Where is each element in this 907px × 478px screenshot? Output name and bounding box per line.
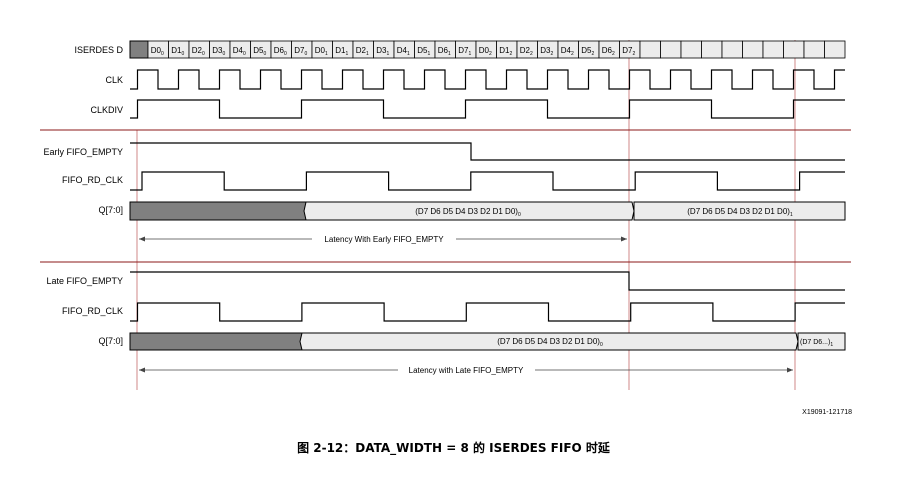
iserdes-cell-label: D00 [151, 46, 164, 57]
iserdes-cell-label: D70 [294, 46, 307, 57]
label-early-fifo-empty: Early FIFO_EMPTY [43, 147, 123, 157]
iserdes-cell-label: D32 [540, 46, 553, 57]
iserdes-cell-label: D62 [602, 46, 615, 57]
iserdes-cell-label: D22 [520, 46, 533, 57]
label-fifo-rd-clk-late: FIFO_RD_CLK [62, 306, 123, 316]
timing-diagram: ISERDES D CLK CLKDIV Early FIFO_EMPTY FI… [40, 40, 851, 390]
iserdes-cell [762, 40, 784, 59]
iserdes-d-bus: D00 D10 D20 D30 D40 D50 D60 D70 D01 D11 D21 D31 D41 D… [129, 40, 846, 59]
q-late-word1-text: (D7 D6...)1 [800, 339, 833, 348]
iserdes-lead-shaded [129, 40, 149, 59]
iserdes-cell-label: D11 [335, 46, 348, 57]
q-late-word0 [299, 332, 799, 351]
iserdes-cell-label: D50 [253, 46, 266, 57]
label-clk: CLK [105, 75, 123, 85]
iserdes-cell-label: D71 [458, 46, 471, 57]
q-early-word0 [303, 201, 635, 221]
iserdes-cell-label: D51 [417, 46, 430, 57]
iserdes-cell-label: D02 [479, 46, 492, 57]
iserdes-cell-label: D61 [438, 46, 451, 57]
latency-late-arrowhead-right [787, 367, 793, 373]
iserdes-cell [680, 40, 702, 59]
iserdes-cell-label: D52 [581, 46, 594, 57]
iserdes-cell [639, 40, 661, 59]
iserdes-cell-label: D12 [499, 46, 512, 57]
iserdes-cell [742, 40, 764, 59]
latency-late-label: Latency with Late FIFO_EMPTY [409, 366, 524, 375]
iserdes-cell [803, 40, 825, 59]
figure-id: X19091-121718 [802, 409, 852, 416]
iserdes-cell-label: D41 [397, 46, 410, 57]
latency-early-arrowhead-right [621, 236, 627, 242]
iserdes-cell-label: D10 [171, 46, 184, 57]
latency-early-label: Latency With Early FIFO_EMPTY [324, 235, 444, 244]
iserdes-cell-label: D20 [192, 46, 205, 57]
late-fifo-empty-waveform [130, 271, 845, 291]
label-late-fifo-empty: Late FIFO_EMPTY [46, 276, 123, 286]
clkdiv-waveform-full [130, 99, 845, 119]
iserdes-cell [660, 40, 682, 59]
q-late-word1 [797, 332, 846, 351]
iserdes-cell-label: D31 [376, 46, 389, 57]
label-iserdes-d: ISERDES D [74, 45, 123, 55]
label-q-late: Q[7:0] [98, 336, 123, 346]
q-late-word0-text: (D7 D6 D5 D4 D3 D2 D1 D0)0 [497, 337, 603, 348]
iserdes-cell [721, 40, 743, 59]
iserdes-cell-label: D40 [233, 46, 246, 57]
label-clkdiv: CLKDIV [90, 105, 123, 115]
iserdes-cell-label: D72 [622, 46, 635, 57]
early-fifo-empty-waveform [130, 142, 845, 161]
q-early-word1 [633, 201, 846, 221]
latency-early-arrowhead-left [139, 236, 145, 242]
iserdes-cell-label: D01 [315, 46, 328, 57]
iserdes-cell-label: D21 [356, 46, 369, 57]
latency-late-arrowhead-left [139, 367, 145, 373]
label-fifo-rd-clk-early: FIFO_RD_CLK [62, 175, 123, 185]
fifo-rd-clk-early-waveform [130, 171, 845, 191]
iserdes-cell [824, 40, 846, 59]
iserdes-cell-label: D30 [212, 46, 225, 57]
clk-waveform [130, 69, 845, 90]
iserdes-cell [701, 40, 723, 59]
figure-caption: 图 2-12：DATA_WIDTH = 8 的 ISERDES FIFO 时延 [297, 441, 610, 455]
label-q-early: Q[7:0] [98, 205, 123, 215]
q-early-word1-text: (D7 D6 D5 D4 D3 D2 D1 D0)1 [687, 207, 793, 218]
fifo-rd-clk-late-waveform [130, 302, 845, 322]
iserdes-cell-label: D42 [561, 46, 574, 57]
iserdes-cell [783, 40, 805, 59]
q-early-word0-text: (D7 D6 D5 D4 D3 D2 D1 D0)0 [415, 207, 521, 218]
q-late-shaded [129, 332, 303, 351]
q-early-shaded [129, 201, 307, 221]
iserdes-cell-label: D60 [274, 46, 287, 57]
